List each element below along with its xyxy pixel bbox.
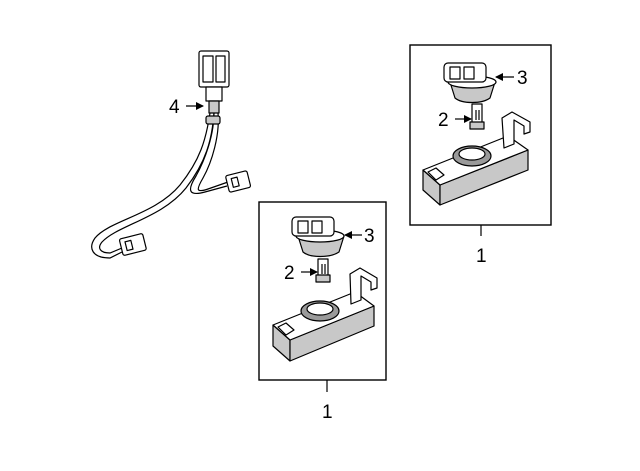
upper-callout-3-label: 3 (517, 68, 528, 89)
callout-4-label: 4 (169, 97, 180, 118)
lower-assembly-box (258, 201, 387, 381)
upper-socket[interactable] (443, 62, 497, 104)
lower-callout-1-label: 1 (322, 402, 333, 423)
upper-bulb[interactable] (469, 103, 485, 130)
harness-left-plug (119, 233, 147, 256)
lower-bulb[interactable] (315, 258, 331, 283)
harness-main-connector (198, 50, 230, 114)
harness-right-plug (225, 170, 252, 193)
upper-callout-1-label: 1 (476, 246, 487, 267)
wiring-harness[interactable] (91, 50, 252, 259)
lower-socket[interactable] (291, 216, 345, 258)
upper-callout-2-label: 2 (438, 110, 449, 131)
upper-lamp-housing[interactable] (422, 111, 531, 206)
lower-callout-2-label: 2 (284, 263, 295, 284)
harness-wires (91, 112, 229, 259)
lower-callout-3-label: 3 (364, 226, 375, 247)
lower-lamp-housing[interactable] (272, 267, 378, 362)
